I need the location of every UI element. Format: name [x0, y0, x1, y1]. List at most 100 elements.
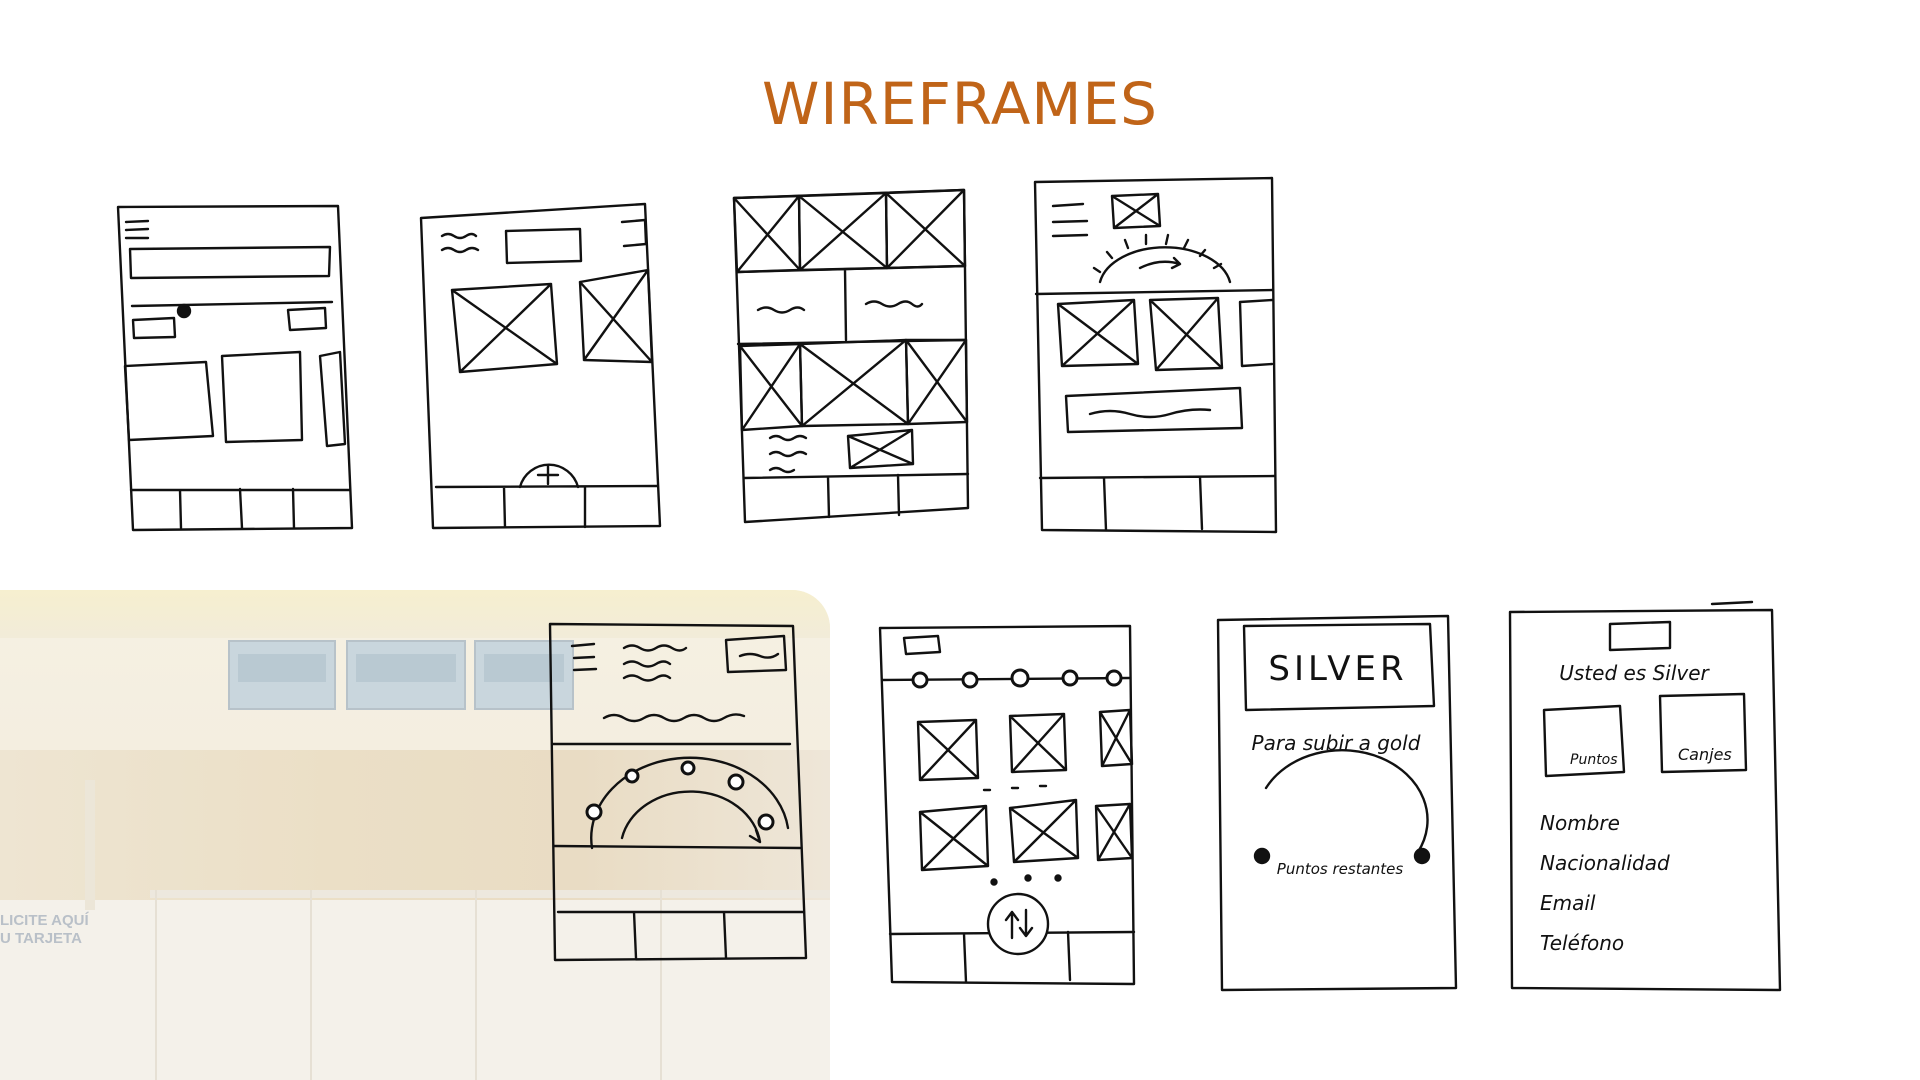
header-button — [506, 229, 581, 263]
phone-frame — [880, 626, 1134, 984]
wireframe-7-silver — [1218, 616, 1456, 990]
section-divider — [554, 846, 800, 848]
progress-arc — [1100, 247, 1230, 282]
plus-icon — [538, 466, 558, 484]
progress-start-dot — [1255, 849, 1269, 863]
photo-counter-divider — [155, 890, 157, 1080]
image-placeholder — [1150, 298, 1222, 370]
image-placeholder — [580, 270, 652, 362]
text-squiggle — [1090, 410, 1210, 418]
search-bar — [130, 247, 330, 278]
transfer-button — [988, 894, 1048, 954]
swap-arrows-icon — [1006, 910, 1032, 938]
text-block — [1066, 388, 1242, 432]
tab-bar — [1040, 476, 1274, 530]
tab-bar — [131, 489, 350, 528]
wireframe-5-level — [550, 624, 806, 960]
field-nationality: Nacionalidad — [1540, 851, 1670, 875]
wireframe-2-list — [421, 204, 660, 528]
tab-bar — [436, 486, 657, 527]
field-name: Nombre — [1540, 811, 1620, 835]
progress-end-dot — [1415, 849, 1429, 863]
phone-frame — [1035, 178, 1276, 532]
slider-handle — [178, 305, 190, 317]
logo-placeholder — [904, 636, 940, 654]
photo-counter-front — [0, 900, 830, 1080]
phone-frame — [550, 624, 806, 960]
tab-bar — [744, 474, 968, 517]
frame-overshoot — [1712, 602, 1752, 604]
phone-frame — [1218, 616, 1456, 990]
points-remaining-label: Puntos restantes — [1277, 860, 1404, 878]
photo-ceiling — [0, 590, 830, 638]
photo-menu-screen — [346, 640, 466, 710]
photo-counter-divider — [310, 890, 312, 1080]
add-button — [520, 465, 578, 487]
image-placeholder — [740, 344, 802, 430]
header-text — [442, 234, 478, 252]
progress-arrow — [622, 792, 760, 842]
field-phone: Teléfono — [1540, 931, 1624, 955]
photo-sign-line: U TARJETA — [0, 930, 82, 947]
canjes-card-label: Canjes — [1678, 745, 1732, 764]
level-banner — [1244, 624, 1434, 710]
category-dot — [1107, 671, 1121, 685]
image-placeholder — [906, 340, 967, 424]
wireframe-1-home — [118, 206, 352, 530]
category-dot — [913, 673, 927, 687]
points-card — [1544, 706, 1624, 776]
logo-placeholder — [1610, 622, 1670, 650]
image-card — [125, 362, 213, 440]
button-text — [740, 654, 778, 658]
pagination-dot — [1026, 876, 1031, 881]
slide-title: WIREFRAMES — [762, 70, 1158, 138]
image-placeholder — [918, 720, 978, 780]
progress-arrow — [1140, 258, 1180, 268]
menu-icon — [126, 221, 148, 238]
image-placeholder — [1010, 800, 1078, 862]
row-text — [758, 302, 922, 313]
status-text: Usted es Silver — [1559, 661, 1710, 685]
image-card — [222, 352, 302, 442]
milestone-dot — [587, 805, 601, 819]
image-placeholder-edge — [1240, 300, 1272, 366]
milestone-dot — [759, 815, 773, 829]
progress-arc — [1266, 750, 1428, 852]
photo-sign-line: LICITE AQUÍ — [0, 912, 89, 929]
header-button — [726, 636, 786, 672]
image-placeholder — [1010, 714, 1066, 772]
image-placeholder — [452, 284, 557, 372]
wireframe-3-grid — [734, 190, 968, 522]
pagination-dot — [1056, 876, 1061, 881]
photo-counter-divider — [475, 890, 477, 1080]
background-photo: LICITE AQUÍ U TARJETA — [0, 590, 830, 1080]
image-placeholder — [1096, 804, 1132, 860]
photo-column — [85, 780, 95, 910]
image-placeholder — [1058, 300, 1138, 366]
milestone-dot — [626, 770, 638, 782]
photo-menu-screen — [228, 640, 336, 710]
header-text — [624, 646, 686, 681]
image-placeholder — [848, 430, 913, 468]
section-divider — [1036, 290, 1272, 294]
level-label: SILVER — [1268, 649, 1407, 689]
progress-ticks — [1094, 235, 1221, 272]
photo-counter-top — [150, 890, 830, 898]
image-placeholder — [799, 193, 887, 270]
canjes-card — [1660, 694, 1746, 772]
milestone-dot — [729, 775, 743, 789]
category-dot — [963, 673, 977, 687]
photo-counter-divider — [660, 890, 662, 1080]
field-email: Email — [1540, 891, 1596, 915]
button-left — [133, 318, 175, 338]
slider-track — [132, 302, 332, 306]
points-card-label: Puntos — [1570, 752, 1618, 768]
phone-frame — [421, 204, 660, 528]
title-squiggle — [604, 714, 744, 721]
phone-frame — [118, 206, 352, 530]
wireframe-4-carousel — [1035, 178, 1276, 532]
tab-bar — [558, 912, 804, 958]
header-button-edge — [622, 220, 646, 246]
row-divider — [737, 266, 966, 344]
